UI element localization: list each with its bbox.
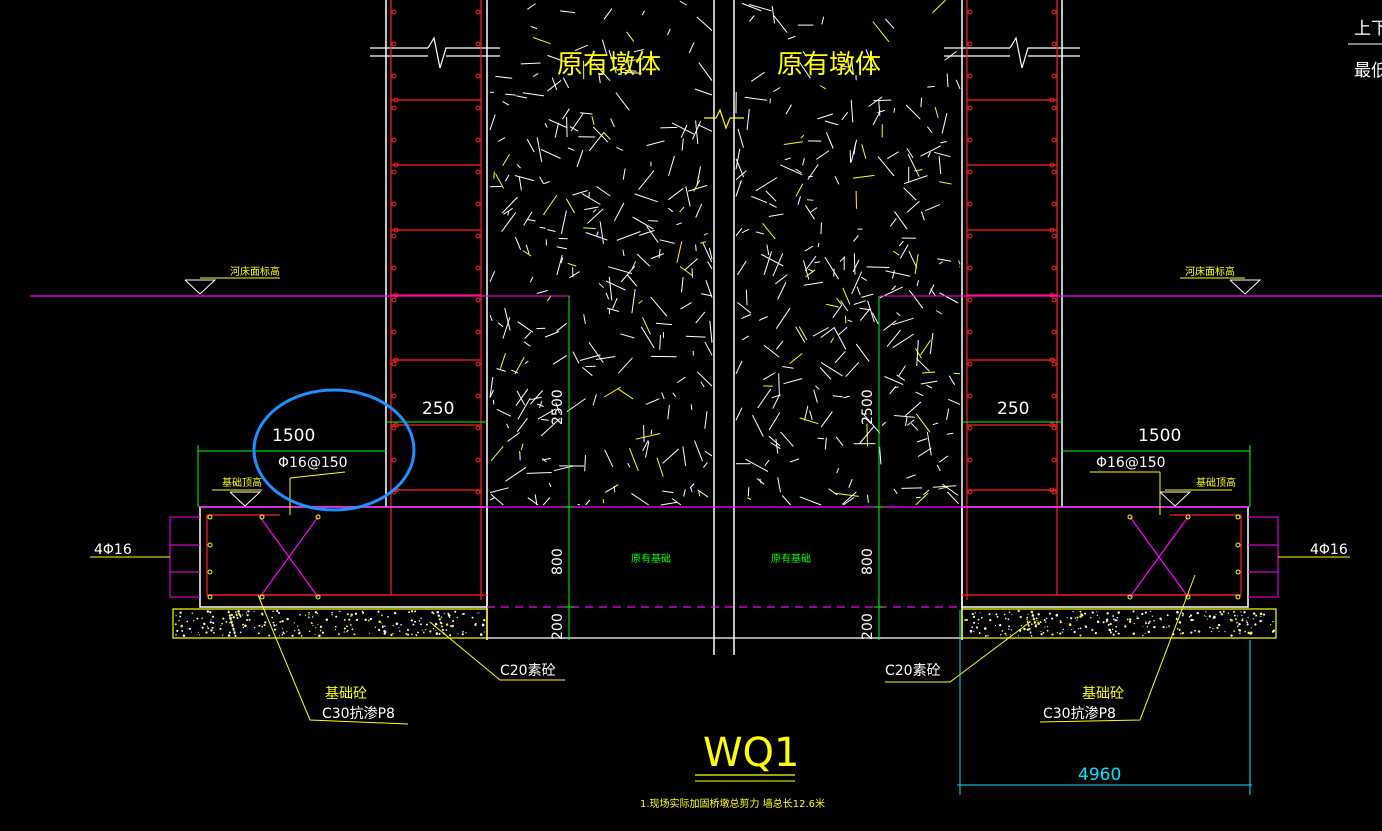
- dim-250-left: 250: [422, 399, 454, 419]
- footing-right: [961, 506, 1279, 608]
- rebar-label-left: Φ16@150: [278, 455, 348, 471]
- base-label-left: 原有基础: [631, 552, 671, 565]
- dim-800-right: 800: [860, 548, 876, 575]
- foundation-top-label-right: 基础顶高: [1196, 476, 1236, 489]
- c20-pad-right: [961, 608, 1277, 639]
- bars-label-right: 4Φ16: [1310, 542, 1348, 558]
- break-symbol-right: [944, 36, 1080, 69]
- riverbed-label-right: 河床面标高: [1185, 265, 1235, 278]
- highlight-circle: [252, 388, 416, 512]
- dim-200-right: 200: [860, 613, 876, 640]
- wall-stirrups: [391, 9, 1057, 495]
- pier-label-left: 原有墩体: [557, 50, 661, 80]
- riverbed-marker-right: [1180, 277, 1262, 295]
- riverbed-label-left: 河床面标高: [230, 265, 280, 278]
- riverbed-marker-left: [184, 277, 280, 295]
- concrete-label-left-1: 基础砼: [325, 685, 367, 702]
- dim-1500-left: 1500: [272, 426, 315, 446]
- pier-left: [486, 0, 715, 655]
- c20-pad-hatch: [174, 609, 1276, 637]
- corner-text-1: 上下: [1354, 19, 1382, 39]
- dim-250-right: 250: [997, 399, 1029, 419]
- dim-2500-right: 2500: [860, 389, 876, 425]
- foundation-top-marker-left: [212, 489, 262, 507]
- foundation-top-label-left: 基础顶高: [222, 476, 262, 489]
- base-label-right: 原有基础: [771, 552, 811, 565]
- c20-pad-left: [172, 608, 488, 639]
- dimension-4960: [957, 610, 1252, 795]
- c20-label-right: C20素砼: [885, 663, 941, 679]
- break-symbol-left: [370, 36, 500, 69]
- rebar-leaders: [90, 471, 1350, 725]
- rebar-label-right: Φ16@150: [1096, 455, 1166, 471]
- drawing-title: WQ1: [703, 730, 799, 776]
- pier-label-right: 原有墩体: [777, 50, 881, 80]
- dim-800-left: 800: [550, 548, 566, 575]
- break-symbol-center: [704, 108, 744, 130]
- concrete-label-right-1: 基础砼: [1082, 685, 1124, 702]
- wall-right: [966, 0, 1063, 600]
- concrete-label-right-2: C30抗渗P8: [1043, 706, 1116, 722]
- foundation-top-marker-right: [1159, 489, 1232, 507]
- footing-rebar-dots: [207, 514, 1241, 600]
- footing-left: [169, 506, 488, 608]
- dim-4960: 4960: [1078, 765, 1121, 785]
- dim-200-left: 200: [550, 613, 566, 640]
- dim-1500-right: 1500: [1138, 426, 1181, 446]
- concrete-label-left-2: C30抗渗P8: [322, 706, 395, 722]
- dimensions: [197, 296, 1251, 640]
- c20-label-left: C20素砼: [500, 663, 556, 679]
- pier-right: [733, 0, 963, 655]
- pier-hatch: [489, 0, 961, 506]
- drawing-note: 1.现场实际加固桥墩总剪力 墙总长12.6米: [640, 797, 825, 810]
- bars-label-left: 4Φ16: [94, 542, 132, 558]
- dim-2500-left: 2500: [550, 389, 566, 425]
- wall-left: [385, 0, 482, 600]
- corner-text-2: 最低: [1354, 61, 1382, 81]
